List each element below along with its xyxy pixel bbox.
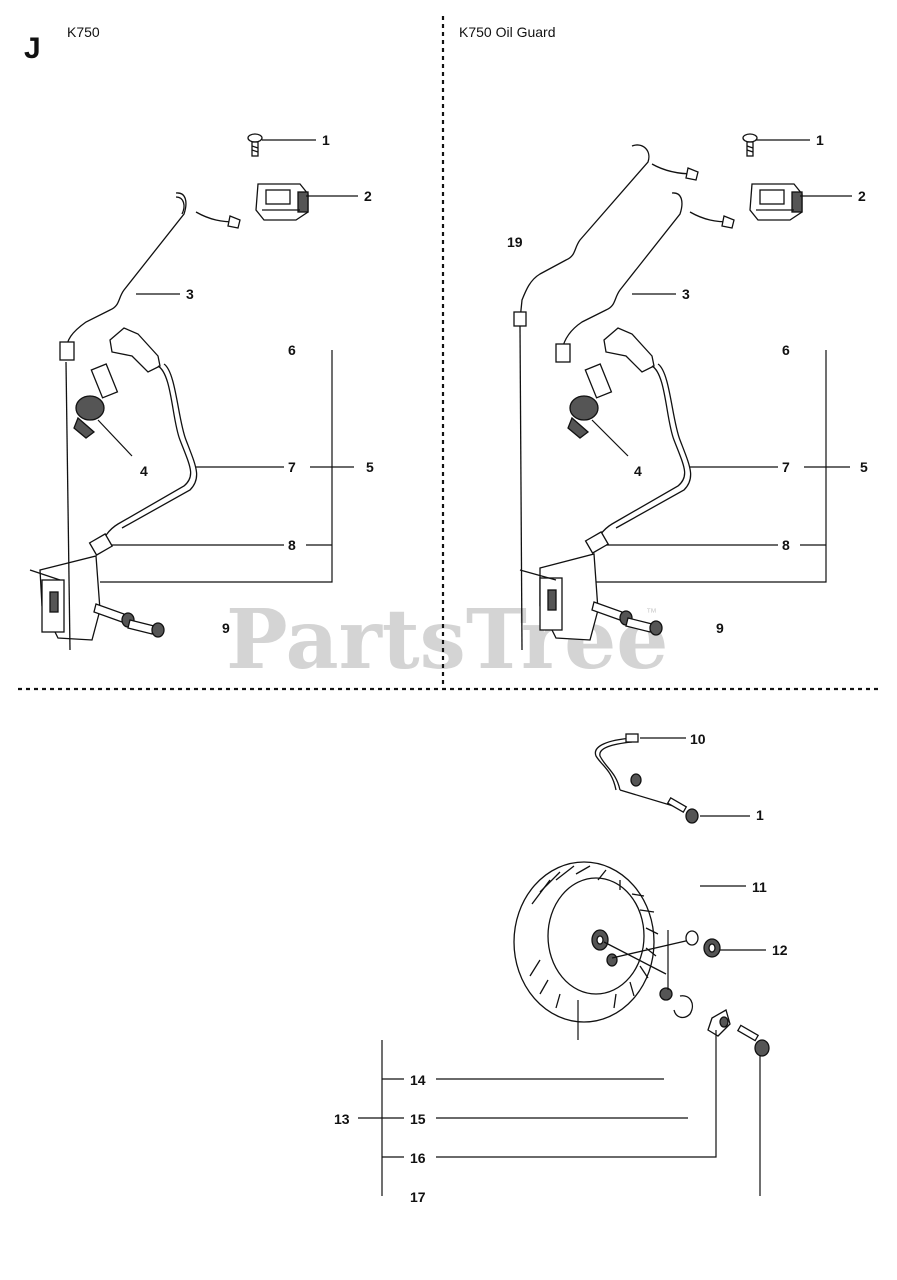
callout-right-8: 8	[782, 537, 790, 553]
ignition-coil-part	[519, 553, 599, 641]
callout-left-8: 8	[288, 537, 296, 553]
callout-bottom-16: 16	[410, 1150, 426, 1166]
ground-cable-part	[594, 737, 633, 791]
callout-right-19: 19	[507, 234, 523, 250]
callout-bottom-13: 13	[334, 1111, 350, 1127]
left-panel: 1 2 3 4 5 6 7 8 9	[29, 132, 374, 651]
callout-left-7: 7	[288, 459, 296, 475]
flywheel-part	[513, 861, 659, 1023]
screw-part	[742, 133, 758, 157]
screw-part	[247, 133, 263, 157]
screw-part	[736, 1024, 770, 1057]
callout-left-5: 5	[366, 459, 374, 475]
spark-plug-part	[73, 327, 161, 439]
ht-lead-part	[99, 365, 192, 547]
ignition-module-part	[749, 183, 803, 221]
flywheel-nut-part	[685, 930, 721, 958]
callout-bottom-11: 11	[752, 879, 767, 895]
cable-part	[561, 192, 683, 351]
ignition-module-part	[255, 183, 309, 221]
callout-right-3: 3	[682, 286, 690, 302]
callout-bottom-17: 17	[410, 1189, 426, 1205]
callout-bottom-10: 10	[690, 731, 706, 747]
callout-right-4: 4	[634, 463, 642, 479]
ignition-coil-part	[29, 555, 101, 641]
callout-bottom-1: 1	[756, 807, 764, 823]
spark-plug-part	[567, 327, 655, 439]
callout-left-9: 9	[222, 620, 230, 636]
callout-right-5: 5	[860, 459, 868, 475]
right-panel: 1 2 3 4 5 6 7 8 9 19	[507, 132, 868, 651]
screw-part	[666, 797, 699, 824]
callout-right-2: 2	[858, 188, 866, 204]
callout-bottom-12: 12	[772, 942, 788, 958]
coil-screws-part	[93, 603, 165, 638]
callout-right-1: 1	[816, 132, 824, 148]
callout-left-2: 2	[364, 188, 372, 204]
bottom-section: 10 1 11 12 13 14 15 16 17	[334, 731, 788, 1205]
panel-title-right: K750 Oil Guard	[459, 24, 556, 40]
coil-screws-part	[591, 601, 663, 636]
callout-left-3: 3	[186, 286, 194, 302]
callout-left-1: 1	[322, 132, 330, 148]
callout-right-6: 6	[782, 342, 790, 358]
callout-right-7: 7	[782, 459, 790, 475]
callout-right-9: 9	[716, 620, 724, 636]
oil-guard-cable-part	[519, 144, 650, 321]
callout-left-4: 4	[140, 463, 148, 479]
cable-part	[65, 192, 187, 353]
callout-bottom-14: 14	[410, 1072, 426, 1088]
panel-title-left: K750	[67, 24, 100, 40]
section-letter: J	[24, 32, 41, 65]
callout-bottom-15: 15	[410, 1111, 426, 1127]
callout-left-6: 6	[288, 342, 296, 358]
watermark-trademark: ™	[646, 607, 657, 619]
